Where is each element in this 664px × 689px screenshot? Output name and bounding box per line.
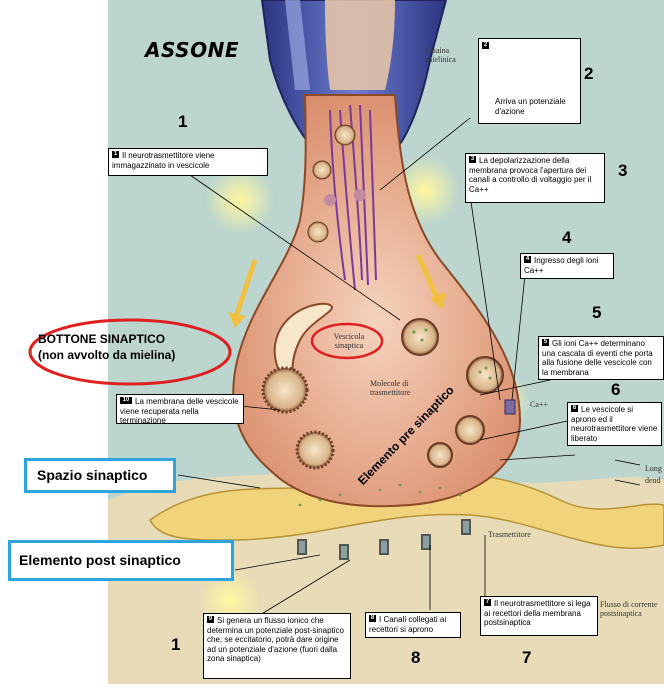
- elemento-post-box: Elemento post sinaptico: [8, 540, 234, 581]
- synaptic-vesicle: [402, 319, 438, 355]
- number-8: 8: [411, 648, 420, 668]
- number-3: 3: [618, 161, 627, 181]
- axon-title: ASSONE: [145, 38, 239, 62]
- dend-label: dend: [645, 476, 661, 485]
- vescicola-label: Vescicola sinaptica: [325, 332, 373, 350]
- number-7: 7: [522, 648, 531, 668]
- number-6: 6: [611, 380, 620, 400]
- number-1-bottom: 1: [171, 635, 180, 655]
- molecole-label: Molecole di trasmettitore: [370, 379, 425, 397]
- number-4: 4: [562, 228, 571, 248]
- trasmettitore-label: Trasmettitore: [488, 530, 531, 539]
- flusso-label: Flusso di corrente postsinaptica: [600, 600, 662, 618]
- lung-label: Lung: [645, 464, 662, 473]
- bottone-sinaptico-label: BOTTONE SINAPTICO (non avvolto da mielin…: [38, 331, 228, 363]
- step-box-2: 2 Arriva un potenziale d'azione: [478, 38, 581, 124]
- number-1-top: 1: [178, 112, 187, 132]
- guaina-label: Guaina mielinica: [426, 46, 466, 64]
- ca-label: Ca++: [530, 400, 548, 409]
- number-5: 5: [592, 303, 601, 323]
- number-2: 2: [584, 64, 593, 84]
- spazio-sinaptico-box: Spazio sinaptico: [24, 458, 176, 493]
